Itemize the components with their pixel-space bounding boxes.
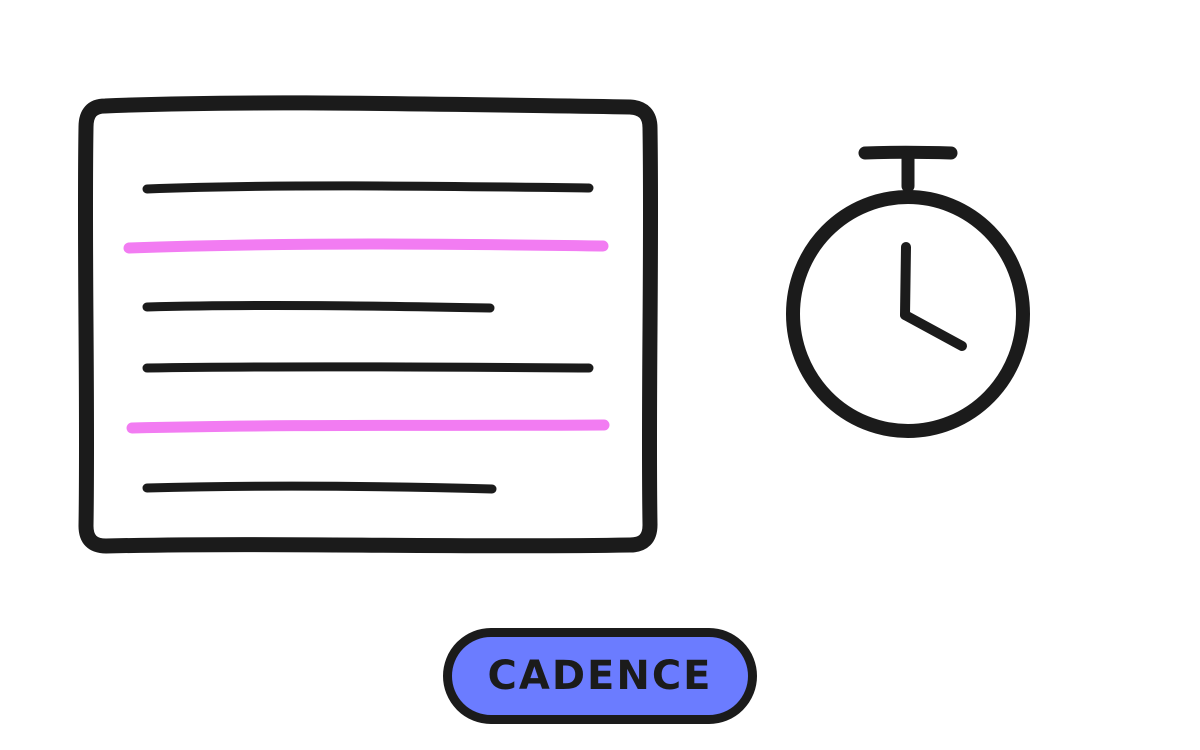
document-lines-icon (77, 95, 659, 554)
cadence-badge: CADENCE (443, 628, 757, 724)
document-frame (77, 95, 659, 554)
stopwatch-hand-minute (900, 242, 911, 320)
stopwatch-face (786, 190, 1030, 438)
highlighted-line-1 (123, 238, 609, 254)
text-line-2 (142, 300, 495, 313)
badge-label: CADENCE (487, 653, 713, 699)
highlighted-line-2 (126, 419, 610, 434)
text-line-1 (142, 181, 594, 194)
stopwatch-icon (786, 145, 1030, 438)
stopwatch-hand-hour (900, 310, 967, 351)
text-line-4 (142, 481, 497, 494)
text-line-3 (142, 362, 594, 373)
